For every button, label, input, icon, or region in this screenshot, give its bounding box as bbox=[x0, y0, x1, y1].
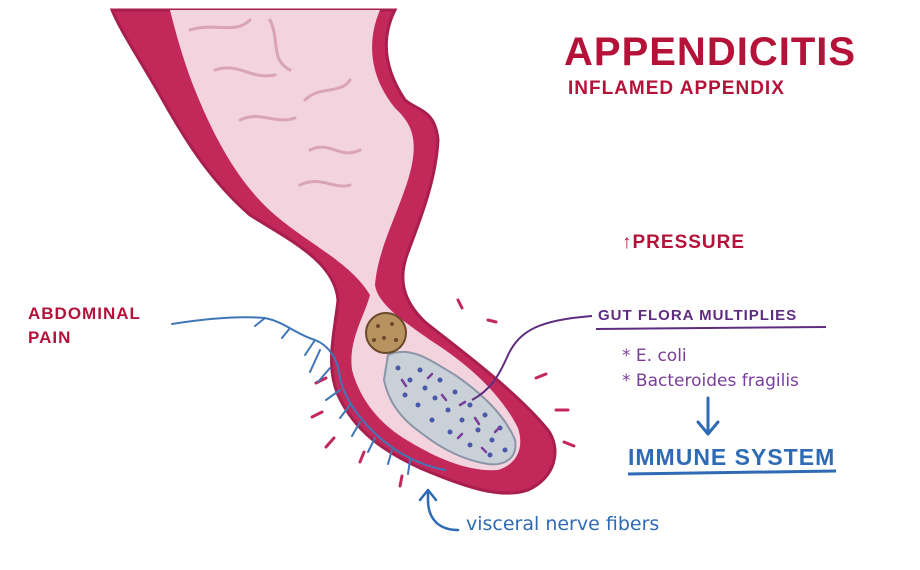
immune-arrow bbox=[698, 398, 718, 434]
fecalith bbox=[366, 313, 406, 353]
page-subtitle: INFLAMED APPENDIX bbox=[568, 78, 785, 100]
bacteria-ecoli-label: * E. coli bbox=[622, 346, 687, 366]
gut-flora-label: GUT FLORA MULTIPLIES bbox=[598, 307, 797, 324]
visceral-nerve-label: visceral nerve fibers bbox=[466, 513, 659, 535]
pressure-label: ↑PRESSURE bbox=[622, 232, 745, 254]
bacteria-bacteroides-label: * Bacteroides fragilis bbox=[622, 371, 799, 391]
page-title: APPENDICITIS bbox=[564, 30, 856, 75]
immune-system-label: IMMUNE SYSTEM bbox=[628, 444, 835, 471]
immune-underline bbox=[628, 471, 836, 474]
visceral-arrow bbox=[420, 490, 458, 530]
flora-pointer bbox=[472, 316, 592, 400]
abdominal-pain-label-line2: PAIN bbox=[28, 328, 71, 348]
flora-underline bbox=[596, 327, 826, 329]
abdominal-pain-label-line1: ABDOMINAL bbox=[28, 304, 141, 324]
